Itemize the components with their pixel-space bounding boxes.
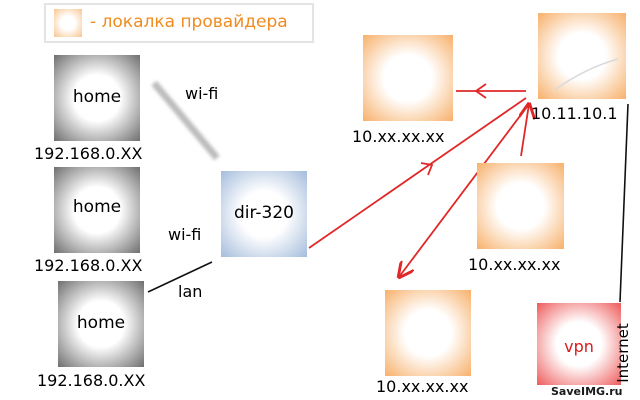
legend: - локалка провайдера bbox=[44, 3, 314, 43]
vpn-label: vpn bbox=[564, 337, 594, 356]
isp-node-3 bbox=[385, 290, 471, 376]
wifi-link-1 bbox=[151, 80, 220, 161]
home-node-2: home bbox=[54, 167, 140, 253]
isp-gateway-ip: 10.11.10.1 bbox=[531, 104, 618, 123]
internet-label: Internet bbox=[614, 323, 632, 383]
home-node-3-ip: 192.168.0.XX bbox=[37, 371, 146, 390]
isp-gateway-node bbox=[538, 13, 626, 99]
arrow-node-2-to-gateway bbox=[521, 104, 529, 157]
internet-label-wrap: Internet bbox=[610, 318, 636, 388]
isp-node-1-ip: 10.xx.xx.xx bbox=[352, 127, 445, 146]
router-node: dir-320 bbox=[221, 171, 307, 257]
home-node-2-label: home bbox=[72, 197, 122, 217]
home-node-3-label: home bbox=[76, 313, 126, 333]
lan-label: lan bbox=[178, 282, 203, 301]
home-node-1-label: home bbox=[72, 87, 122, 107]
isp-node-2 bbox=[477, 163, 564, 249]
isp-node-2-ip: 10.xx.xx.xx bbox=[468, 255, 561, 274]
wifi-label-2: wi-fi bbox=[168, 225, 202, 244]
arrow-router-midpoint bbox=[420, 162, 434, 176]
legend-swatch bbox=[54, 9, 82, 37]
lan-link bbox=[147, 261, 213, 293]
home-node-1: home bbox=[54, 55, 140, 141]
vpn-node: vpn bbox=[537, 303, 621, 385]
legend-text: - локалка провайдера bbox=[90, 12, 288, 32]
home-node-2-ip: 192.168.0.XX bbox=[34, 256, 143, 275]
watermark: SaveIMG.ru bbox=[551, 385, 623, 398]
arrow-gateway-to-node-1-head bbox=[474, 83, 487, 99]
arrow-router-to-gateway bbox=[308, 97, 527, 249]
wifi-label-1: wi-fi bbox=[185, 84, 219, 103]
arrow-gateway-to-node-3 bbox=[399, 103, 530, 277]
router-label: dir-320 bbox=[234, 203, 294, 223]
isp-node-1 bbox=[363, 35, 453, 121]
home-node-1-ip: 192.168.0.XX bbox=[34, 144, 143, 163]
isp-node-3-ip: 10.xx.xx.xx bbox=[376, 377, 469, 396]
home-node-3: home bbox=[58, 281, 144, 367]
internet-link bbox=[619, 103, 629, 303]
gateway-curve bbox=[555, 58, 619, 90]
